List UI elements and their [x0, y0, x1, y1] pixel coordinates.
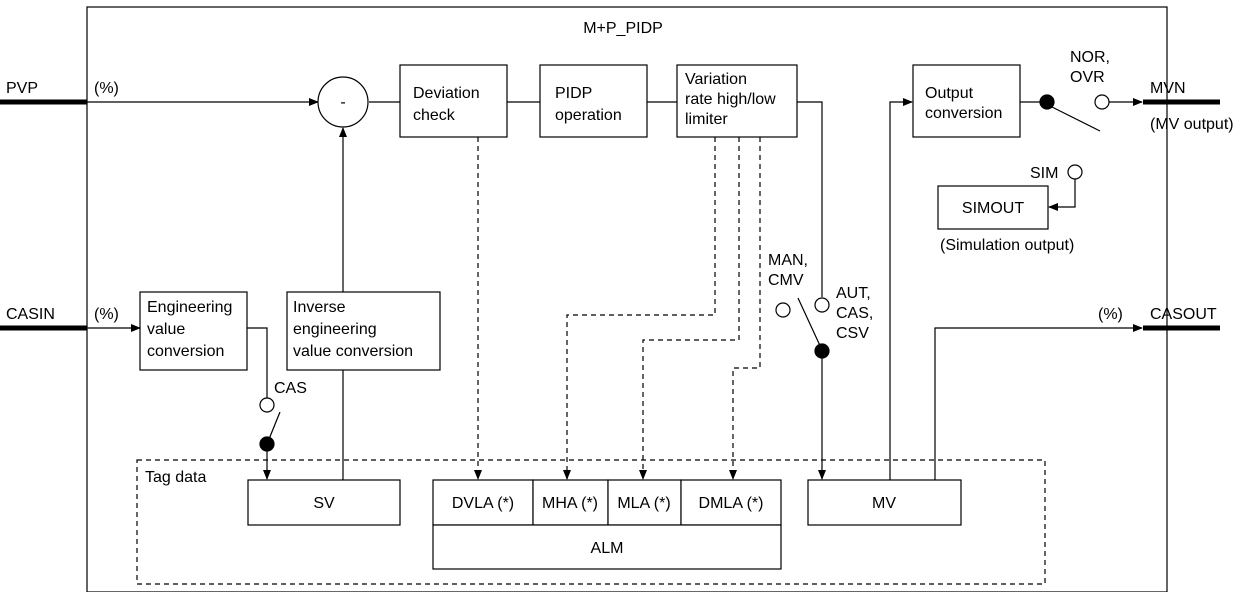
mv-to-output-conversion-wire [889, 98, 913, 480]
block-title: M+P_PIDP [583, 20, 663, 37]
tag-data-label: Tag data [145, 469, 206, 486]
dmla-label: DMLA (*) [699, 495, 764, 512]
aut-cas-csv-contact [814, 297, 830, 313]
variation-rate-limiter-block: Variation rate high/low limiter [676, 64, 798, 138]
casout-unit: (%) [1098, 306, 1123, 323]
sim-contact [1067, 164, 1083, 180]
simout-label: SIMOUT [962, 200, 1024, 217]
engineering-conversion-block: Engineering value conversion [139, 291, 248, 371]
alm-label: ALM [591, 540, 624, 557]
pvp-label: PVP [6, 80, 38, 97]
mode-switch-pivot [814, 343, 830, 359]
casin-unit: (%) [94, 306, 119, 323]
casin-label: CASIN [6, 306, 55, 323]
deviation-check-label: Deviation check [413, 85, 484, 124]
pvp-unit: (%) [94, 80, 119, 97]
simout-desc: (Simulation output) [940, 237, 1074, 254]
limiter-to-mla-link [639, 137, 740, 480]
mv-tag: MV [807, 479, 962, 526]
dvla-label: DVLA (*) [452, 495, 514, 512]
mv-to-casout-wire [934, 324, 1143, 480]
pidp-operation-label: PIDP operation [555, 85, 622, 124]
nor-ovr-contact [1094, 94, 1110, 110]
deviation-check-block: Deviation check [399, 64, 508, 138]
inverse-conversion-label: Inverse engineering value conversion [293, 299, 413, 360]
sv-tag: SV [247, 479, 401, 526]
cas-switch-pivot [259, 436, 275, 452]
sim-label: SIM [1030, 165, 1058, 182]
man-cmv-label: MAN, CMV [768, 252, 812, 289]
simout-block: SIMOUT [937, 185, 1049, 230]
mvn-label: MVN [1150, 80, 1186, 97]
alarm-group: DVLA (*) MHA (*) MLA (*) DMLA (*) ALM [432, 479, 782, 570]
engineering-conversion-label: Engineering value conversion [147, 299, 237, 360]
casout-label: CASOUT [1150, 306, 1217, 323]
sv-label: SV [313, 495, 335, 512]
subtract-symbol: - [340, 94, 345, 111]
man-cmv-contact [775, 302, 791, 318]
inverse-conversion-block: Inverse engineering value conversion [286, 291, 441, 371]
cas-switch-label: CAS [274, 380, 307, 397]
variation-rate-limiter-label: Variation rate high/low limiter [685, 71, 780, 128]
tag-data-region [136, 459, 1046, 585]
limiter-to-switch-wire [797, 101, 823, 297]
mode-switch-lever [797, 297, 823, 351]
nor-ovr-label: NOR, OVR [1070, 49, 1114, 86]
engineering-to-cas-switch-wire [247, 327, 268, 398]
limiter-to-dmla-link [729, 137, 761, 480]
limiter-to-mha-link [563, 137, 716, 480]
output-conversion-block: Output conversion [912, 64, 1021, 138]
mvn-desc: (MV output) [1150, 116, 1234, 133]
aut-cas-csv-label: AUT, CAS, CSV [836, 285, 878, 342]
mla-label: MLA (*) [617, 495, 670, 512]
output-conversion-label: Output conversion [925, 85, 1002, 122]
sim-to-simout-wire [1048, 179, 1076, 211]
output-switch-pivot [1039, 94, 1055, 110]
function-block-frame [86, 6, 1168, 592]
cas-switch-open-contact [259, 397, 275, 413]
mha-label: MHA (*) [542, 495, 598, 512]
pidp-operation-block: PIDP operation [539, 64, 648, 138]
mv-label: MV [872, 495, 896, 512]
output-switch-lever [1051, 106, 1101, 132]
